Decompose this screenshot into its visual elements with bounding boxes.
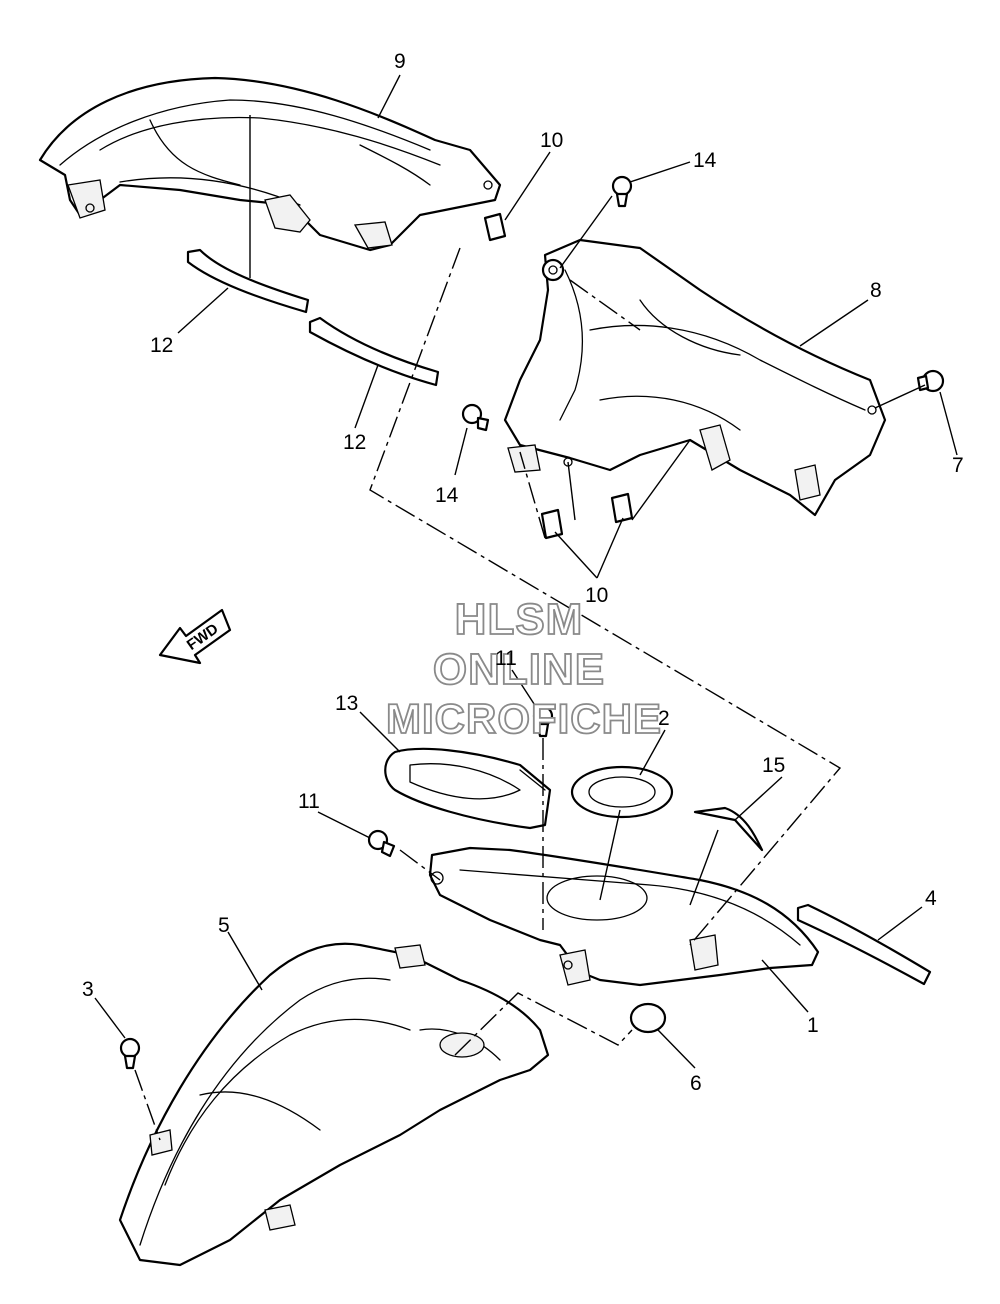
callout-8: 8 [870, 279, 882, 302]
fwd-arrow-icon: FWD [158, 608, 232, 665]
callout-10-top: 10 [540, 129, 563, 152]
part-1-inner-panel [428, 846, 820, 987]
callout-4: 4 [925, 887, 937, 910]
part-9-side-cover [38, 76, 502, 252]
part-13-tray [384, 747, 552, 830]
part-10-clip-b [540, 508, 564, 540]
assembly-lines [134, 247, 842, 1141]
part-4-strip [796, 903, 932, 986]
part-14-screw-lower [461, 403, 490, 432]
callout-7: 7 [952, 454, 964, 477]
callout-15: 15 [762, 754, 785, 777]
watermark: HLSM ONLINE MICROFICHE [385, 594, 662, 743]
callout-1: 1 [807, 1014, 819, 1037]
part-11-screw-left [367, 829, 396, 858]
part-5-fairing-lower [118, 942, 550, 1267]
part-14-screw-upper [611, 175, 633, 208]
callout-10-bottom: 10 [585, 584, 608, 607]
part-2-grommet [570, 765, 674, 819]
part-10-clip-a [483, 212, 507, 242]
callout-3: 3 [82, 978, 94, 1001]
callout-12-right: 12 [343, 431, 366, 454]
callout-13: 13 [335, 692, 358, 715]
callout-9: 9 [394, 50, 406, 73]
part-6-cap [629, 1002, 667, 1034]
callout-12-left: 12 [150, 334, 173, 357]
part-10-clip-c [610, 492, 634, 524]
callout-11-top: 11 [495, 647, 517, 670]
leader-lines [94, 74, 958, 1069]
callout-6: 6 [690, 1072, 702, 1095]
part-11-screw-upper [532, 705, 554, 738]
watermark-line-2: ONLINE [433, 645, 605, 694]
callout-14-top: 14 [693, 149, 717, 172]
callout-2: 2 [658, 707, 670, 730]
callout-5: 5 [218, 914, 230, 937]
part-12-strip-lower [308, 316, 440, 387]
part-15-label [693, 806, 764, 852]
part-7-bolt [916, 369, 945, 393]
watermark-line-3: MICROFICHE [386, 695, 662, 742]
part-8-inner-panel [503, 238, 887, 517]
callout-14-bottom: 14 [435, 484, 459, 507]
part-12-strip-upper [186, 248, 310, 314]
callouts: 9 10 14 8 12 12 7 14 10 11 13 2 15 11 4 … [82, 50, 964, 1095]
callout-11-left: 11 [298, 790, 320, 813]
watermark-line-1: HLSM [455, 595, 584, 644]
part-3-clip [119, 1037, 141, 1070]
